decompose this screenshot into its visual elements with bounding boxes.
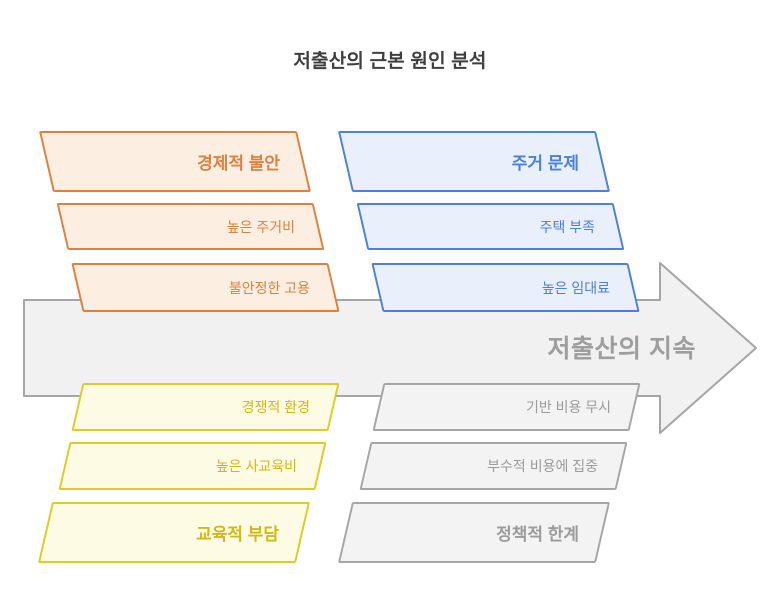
node-education-item-2-label: 높은 사교육비	[215, 458, 297, 474]
node-policy-item-1-label: 기반 비용 무시	[525, 399, 611, 415]
node-education-header-label: 교육적 부담	[196, 525, 279, 544]
node-education-item-1-label: 경쟁적 환경	[241, 399, 310, 415]
diagram-title: 저출산의 근본 원인 분석	[293, 51, 487, 72]
node-economic-header-label: 경제적 불안	[197, 154, 280, 173]
node-economic-item-2: 불안정한 고용	[71, 263, 340, 312]
node-housing-header-label: 주거 문제	[511, 154, 579, 173]
node-education-header: 교육적 부담	[37, 502, 311, 563]
node-policy-item-1: 기반 비용 무시	[372, 383, 641, 431]
node-policy-header: 정책적 한계	[337, 502, 611, 563]
node-housing-item-2: 높은 임대료	[371, 263, 640, 312]
node-housing-header: 주거 문제	[337, 131, 611, 192]
node-housing-item-1-label: 주택 부족	[539, 218, 595, 235]
node-economic-item-2-label: 불안정한 고용	[228, 279, 310, 296]
outcome-label: 저출산의 지속	[547, 335, 696, 363]
node-economic-header: 경제적 불안	[38, 131, 312, 192]
node-economic-item-1: 높은 주거비	[56, 203, 325, 250]
node-policy-item-2-label: 부수적 비용에 집중	[487, 458, 598, 474]
node-economic-item-1-label: 높은 주거비	[226, 218, 295, 235]
node-policy-header-label: 정책적 한계	[496, 525, 579, 544]
node-education-item-2: 높은 사교육비	[58, 442, 327, 490]
node-housing-item-1: 주택 부족	[356, 203, 625, 250]
node-education-item-1: 경쟁적 환경	[71, 383, 340, 431]
node-policy-item-2: 부수적 비용에 집중	[359, 442, 628, 490]
node-housing-item-2-label: 높은 임대료	[541, 279, 610, 296]
